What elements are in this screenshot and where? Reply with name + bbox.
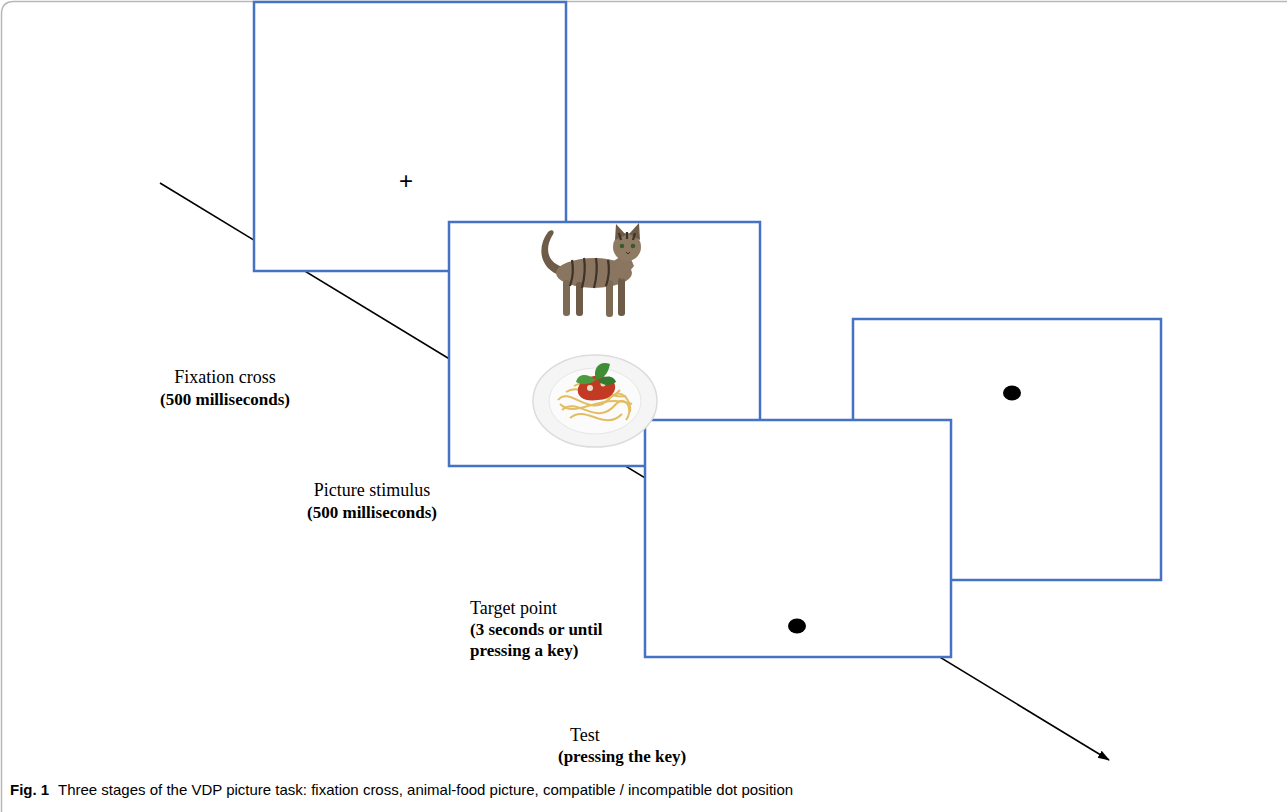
pasta-picture <box>598 377 616 385</box>
cat-picture <box>582 258 585 288</box>
stage-duration: (3 seconds or until pressing a key) <box>470 619 620 662</box>
stage-name: Test <box>570 724 630 747</box>
pasta-picture <box>533 355 657 447</box>
pasta-picture <box>560 401 632 409</box>
cat-picture <box>570 260 573 286</box>
target-dots <box>1003 386 1021 401</box>
target-dots <box>788 619 806 634</box>
stage-name: Picture stimulus <box>292 479 452 502</box>
cat-picture <box>626 252 630 254</box>
stage-duration: (500 milliseconds) <box>297 502 447 523</box>
cat-picture <box>629 223 640 240</box>
cat-picture <box>594 258 597 288</box>
stage-name: Fixation cross <box>150 366 300 389</box>
cat-picture <box>626 232 628 239</box>
cat-picture <box>615 224 626 240</box>
figure-number: Fig. 1 <box>10 781 49 800</box>
pasta-picture <box>576 375 596 384</box>
cat-picture <box>563 280 570 316</box>
fixation-cross: + <box>386 166 426 196</box>
pasta-picture <box>533 355 657 447</box>
target-dots <box>788 386 1021 634</box>
cat-picture <box>619 233 621 240</box>
cat-picture <box>633 233 635 240</box>
pasta-picture <box>549 368 641 434</box>
dot-screen-bottom <box>645 420 951 657</box>
cat-picture <box>570 232 635 288</box>
stage-duration: (500 milliseconds) <box>150 389 300 410</box>
stage-duration: (pressing the key) <box>558 746 708 767</box>
pasta-picture <box>570 414 622 420</box>
figure-caption: Three stages of the VDP picture task: fi… <box>58 781 1277 800</box>
screen-frames <box>254 2 1161 657</box>
stage-name: Target point <box>470 597 610 620</box>
cat-picture <box>620 244 625 249</box>
cat-picture <box>541 223 641 317</box>
pasta-picture <box>587 385 593 391</box>
cat-picture <box>631 244 636 249</box>
cat-picture <box>606 260 609 286</box>
cat-picture <box>618 278 625 316</box>
